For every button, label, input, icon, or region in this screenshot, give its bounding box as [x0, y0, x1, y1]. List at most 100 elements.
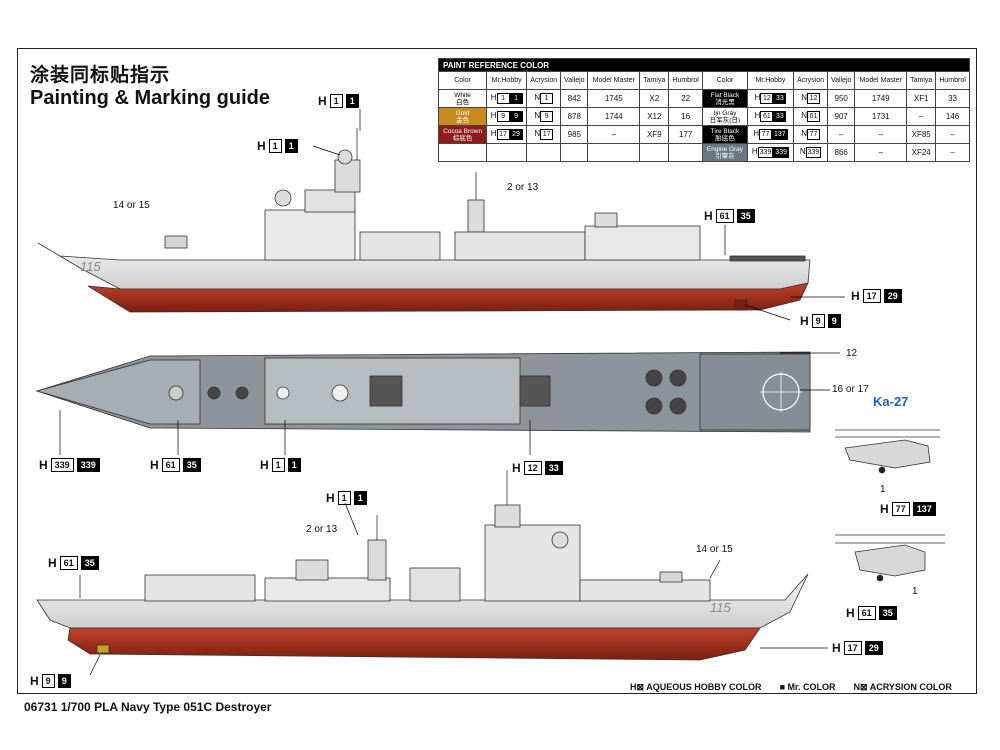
hobby-code-box: 12	[760, 93, 774, 104]
color-name-cn: 金色	[456, 116, 470, 124]
color-name: Ijn Gray	[713, 109, 737, 117]
color-name: Cocoa Brown	[443, 127, 483, 135]
ka27-front-view	[835, 534, 945, 582]
part-number-2or13-bottom: 2 or 13	[306, 524, 338, 535]
hull-number-top: 115	[80, 259, 101, 274]
paint-table-header: Acrysion	[792, 71, 829, 90]
color-name-cn: 棕底色	[452, 134, 473, 142]
part-number-1-heli-a: 1	[880, 484, 886, 495]
part-number-12: 12	[846, 348, 858, 359]
acrysion-code-box: 339	[805, 147, 822, 158]
color-name-cn: 引擎灰	[715, 152, 735, 160]
color-name-cn: 胎底色	[715, 134, 735, 142]
color-legend: H⊠ AQUEOUS HOBBY COLOR ■ Mr. COLOR N⊠ AC…	[630, 682, 952, 693]
helicopter-label: Ka-27	[873, 394, 909, 409]
hobby-code-box: 339	[757, 147, 774, 158]
legend-mr-color: ■ Mr. COLOR	[779, 682, 836, 692]
acrysion-code-box: 9	[540, 111, 554, 122]
paint-table-empty-cell	[587, 143, 641, 162]
legend-hobby: H⊠ AQUEOUS HOBBY COLOR	[630, 682, 762, 692]
paint-table-empty-cell	[437, 143, 488, 162]
mr-color-code-box: 29	[509, 129, 523, 140]
hobby-code-box: 1	[496, 93, 510, 104]
mr-color-code-box: 339	[773, 147, 790, 158]
plan-view	[35, 351, 811, 433]
leader-lines	[59, 109, 845, 676]
mr-color-code-box: 137	[772, 129, 788, 140]
drawing-frame	[17, 48, 977, 694]
acrysion-code-box: 12	[806, 93, 820, 104]
mr-color-code-box: 9	[509, 111, 523, 122]
color-name: White	[454, 91, 471, 99]
hobby-code-box: 17	[496, 129, 510, 140]
hobby-code-box: 61	[760, 111, 774, 122]
paint-code-humbrol: –	[935, 143, 970, 162]
color-name: Engine Gray	[706, 145, 744, 153]
hobby-code-box: 9	[496, 111, 510, 122]
mr-color-code-box: 1	[509, 93, 523, 104]
acrysion-code-box: 1	[540, 93, 554, 104]
color-name-cn: 白色	[456, 98, 470, 106]
part-number-16or17: 16 or 17	[832, 384, 869, 395]
color-name: Tire Black	[710, 127, 740, 135]
hobby-code-box: 77	[759, 129, 772, 140]
color-name-cn: 日军灰(日)	[709, 116, 741, 124]
title-english: Painting & Marking guide	[30, 87, 271, 109]
model-title: 06731 1/700 PLA Navy Type 051C Destroyer	[24, 700, 272, 714]
paint-code-mm: –	[854, 143, 908, 162]
acrysion-code-box: 61	[806, 111, 820, 122]
hull-number-bottom: 115	[710, 600, 731, 615]
paint-table-caption: PAINT REFERENCE COLOR	[438, 58, 970, 72]
paint-table-header: Model Master	[854, 71, 908, 90]
title-chinese: 涂装同标贴指示	[30, 64, 171, 86]
ka27-side-view	[835, 429, 940, 474]
color-name: Flat Black	[710, 91, 740, 99]
part-number-14or15-top: 14 or 15	[113, 200, 150, 211]
legend-acrysion: N⊠ ACRYSION COLOR	[853, 682, 952, 692]
color-name-cn: 消光黑	[715, 98, 735, 106]
part-number-1-heli-b: 1	[912, 586, 918, 597]
paint-table-empty-cell	[526, 143, 562, 162]
side-view-port	[37, 128, 811, 313]
part-number-14or15-bottom: 14 or 15	[696, 544, 733, 555]
mr-color-code-box: 33	[773, 111, 787, 122]
paint-table-header: Acrysion	[526, 71, 562, 90]
paint-code-tamiya: XF24	[906, 143, 937, 162]
acrysion-code-box: 77	[806, 129, 820, 140]
side-view-starboard	[36, 470, 809, 661]
paint-table-empty-cell	[639, 143, 670, 162]
part-number-2or13-top: 2 or 13	[507, 182, 539, 193]
